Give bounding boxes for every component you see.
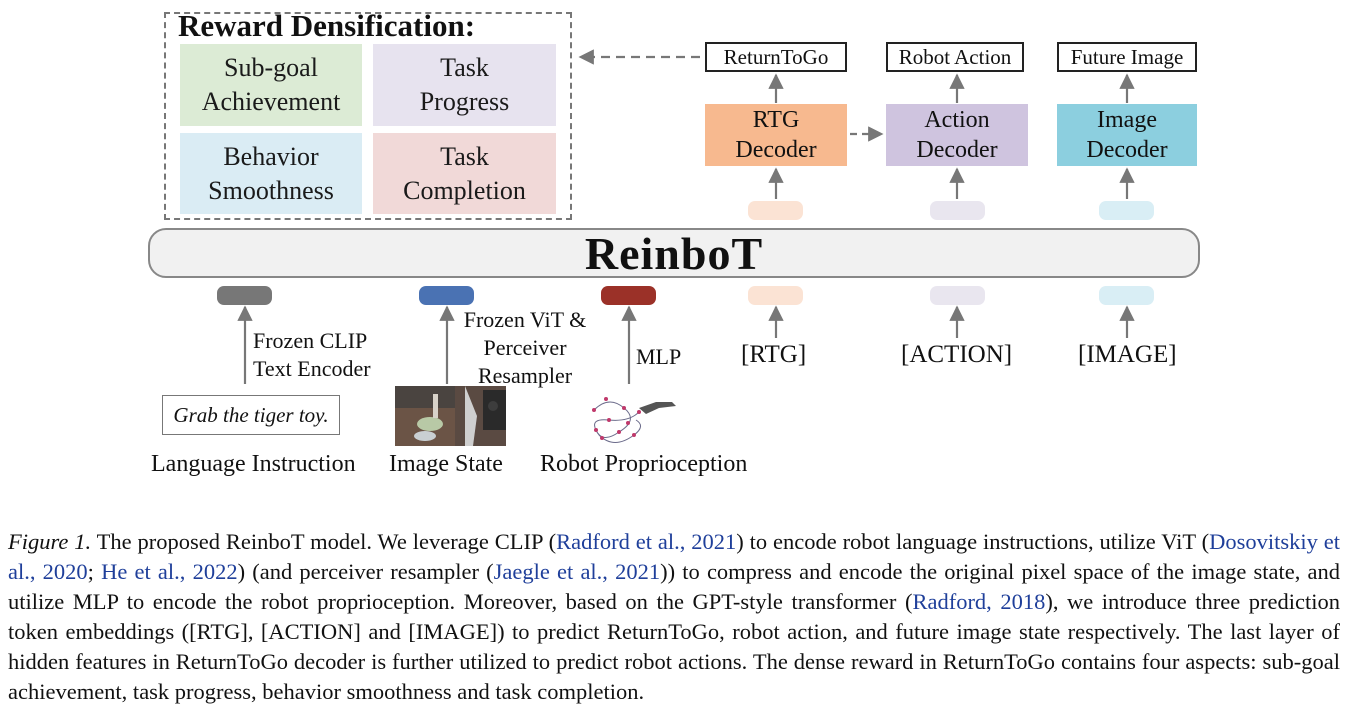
language-instruction-label: Language Instruction — [151, 451, 356, 477]
reinbot-transformer-bar: ReinboT — [148, 227, 1200, 279]
image-state-photo — [395, 386, 506, 446]
reward-panel-title: Reward Densification: — [178, 8, 476, 43]
citation-link[interactable]: Radford et al., 2021 — [556, 529, 737, 554]
citation-link[interactable]: Dosovitskiy et al., 2020 — [8, 529, 1340, 584]
instruction-text-box: Grab the tiger toy. — [162, 395, 340, 435]
robot-proprioception-plot — [592, 397, 676, 443]
model-name: ReinboT — [584, 227, 764, 279]
text-token — [217, 286, 272, 305]
mlp-encoder-label: MLP — [636, 344, 682, 369]
image-token-label: [IMAGE] — [1078, 341, 1177, 368]
action-input-token — [930, 286, 985, 305]
image-state-label: Image State — [389, 451, 503, 477]
output-returntogo: ReturnToGo — [705, 42, 847, 72]
citation-link[interactable]: Radford, 2018 — [912, 589, 1046, 614]
figure-caption: Figure 1. The proposed ReinboT model. We… — [8, 529, 1341, 704]
robot-proprioception-label: Robot Proprioception — [540, 451, 748, 477]
image-input-token — [1099, 286, 1154, 305]
figure-label: Figure 1. — [8, 529, 92, 554]
diagram-arrows — [237, 49, 1135, 384]
citation-link[interactable]: Jaegle et al., 2021 — [493, 559, 661, 584]
reward-densification-panel — [164, 12, 572, 220]
output-robot-action: Robot Action — [886, 42, 1024, 72]
image-output-token — [1099, 201, 1154, 220]
rtg-token-label: [RTG] — [741, 341, 807, 368]
proprio-token — [601, 286, 656, 305]
citation-link[interactable]: He et al., 2022 — [101, 559, 238, 584]
output-future-image: Future Image — [1057, 42, 1197, 72]
action-output-token — [930, 201, 985, 220]
image-state-token — [419, 286, 474, 305]
rtg-output-token — [748, 201, 803, 220]
rtg-input-token — [748, 286, 803, 305]
action-token-label: [ACTION] — [901, 341, 1013, 368]
